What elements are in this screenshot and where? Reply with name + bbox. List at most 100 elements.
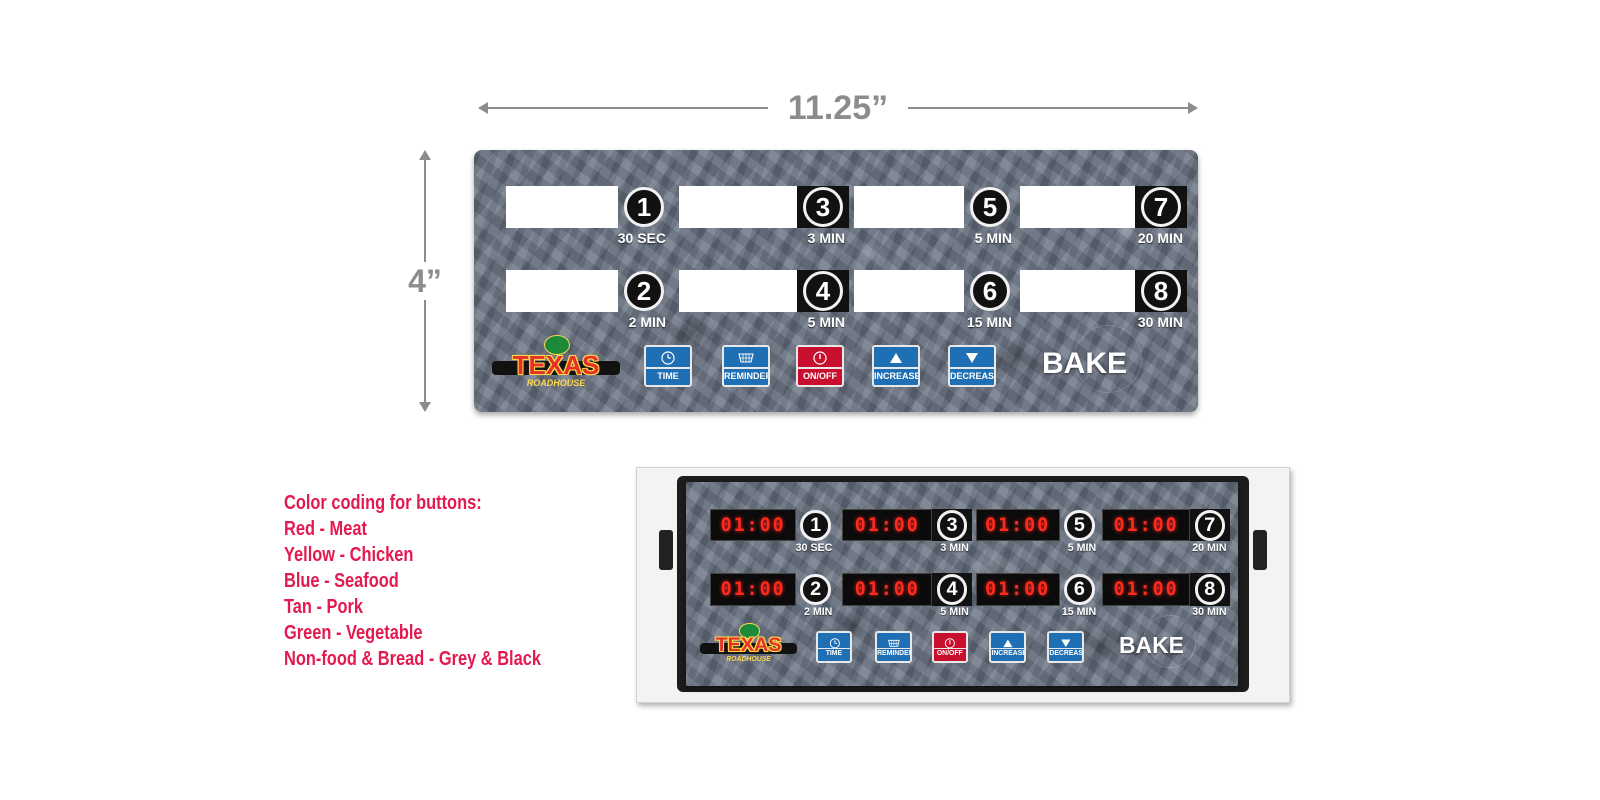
button-divider — [874, 367, 918, 369]
slot-number-badge[interactable]: 4 — [936, 574, 968, 605]
width-dimension-label: 11.25” — [787, 89, 889, 127]
timer-label-window — [1020, 186, 1135, 228]
timer-label-window — [506, 270, 618, 312]
timer-label-window — [679, 270, 797, 312]
button-label: DECREASE — [1049, 649, 1084, 657]
increase-button[interactable]: INCREASE — [989, 630, 1027, 663]
reminder-button[interactable]: REMINDER — [722, 345, 770, 387]
slot-duration-label: 15 MIN — [1061, 606, 1097, 619]
slot-duration-label: 5 MIN — [1067, 542, 1097, 555]
slot-duration-label: 2 MIN — [628, 314, 666, 330]
slot-duration-label: 20 MIN — [1192, 542, 1227, 555]
slot-number-badge[interactable]: 1 — [624, 187, 664, 227]
logo-subtext: ROADHOUSE — [526, 378, 586, 388]
watermark-star-icon — [1074, 325, 1142, 393]
dimension-line — [484, 107, 768, 109]
slot-number-badge[interactable]: 4 — [803, 271, 843, 311]
button-label: ON/OFF — [936, 649, 963, 657]
timer-display: 01:00 — [1102, 573, 1190, 606]
slot-duration-label: 5 MIN — [940, 606, 969, 619]
logo-emblem-icon — [739, 623, 760, 639]
mounting-knob — [659, 530, 673, 570]
dimension-line — [424, 300, 426, 404]
button-label: DECREASE — [950, 371, 996, 381]
overlay-panel: 1 30 SEC 3 3 MIN 5 5 MIN 7 20 MIN 2 2 MIN 4 5 MIN 6 1… — [474, 150, 1198, 412]
height-dimension-label: 4” — [408, 263, 442, 299]
logo-bar — [492, 361, 620, 375]
clock-icon — [659, 351, 677, 370]
logo-text: TEXAS — [715, 634, 782, 657]
basket-icon — [887, 636, 901, 654]
slot-duration-label: 5 MIN — [974, 230, 1012, 246]
slot-number-badge[interactable]: 3 — [803, 187, 843, 227]
time-button[interactable]: TIME — [815, 630, 853, 663]
decrease-button[interactable]: DECREASE — [948, 345, 996, 387]
texas-roadhouse-logo: TEXAS ROADHOUSE — [699, 623, 798, 670]
legend-item: Yellow - Chicken — [284, 544, 414, 566]
timer-label-window — [854, 270, 964, 312]
button-divider — [933, 647, 967, 650]
time-button[interactable]: TIME — [644, 345, 692, 387]
timer-display: 01:00 — [975, 573, 1060, 606]
slot-duration-label: 15 MIN — [966, 314, 1012, 330]
width-dimension: 11.25” — [478, 88, 1198, 128]
mounting-knob — [1253, 530, 1267, 570]
watermark-star-icon — [1143, 615, 1196, 668]
texas-roadhouse-logo: TEXAS ROADHOUSE — [492, 335, 620, 397]
decrease-button[interactable]: DECREASE — [1047, 630, 1084, 663]
button-label: TIME — [825, 649, 843, 657]
slot-duration-label: 5 MIN — [807, 314, 845, 330]
logo-text: TEXAS — [512, 350, 600, 380]
logo-subtext: ROADHOUSE — [726, 655, 771, 663]
legend-item: Red - Meat — [284, 518, 367, 540]
slot-duration-label: 20 MIN — [1137, 230, 1183, 246]
increase-button[interactable]: INCREASE — [872, 345, 920, 387]
power-icon — [811, 351, 829, 370]
onoff-button[interactable]: ON/OFF — [931, 630, 969, 663]
slot-number-badge[interactable]: 5 — [970, 187, 1010, 227]
slot-number-badge[interactable]: 7 — [1194, 510, 1226, 541]
timer-label-window — [679, 186, 797, 228]
legend-item: Green - Vegetable — [284, 622, 423, 644]
arrow-down-icon — [419, 402, 431, 412]
legend-item: Non-food & Bread - Grey & Black — [284, 648, 541, 670]
slot-duration-label: 3 MIN — [807, 230, 845, 246]
color-legend: Color coding for buttons: Red - Meat Yel… — [284, 490, 597, 672]
timer-label-window — [506, 186, 618, 228]
slot-duration-label: 2 MIN — [803, 606, 833, 619]
slot-duration-label: 30 SEC — [795, 542, 833, 555]
arrow-right-icon — [1188, 102, 1198, 114]
button-divider — [991, 647, 1025, 650]
timer-display: 01:00 — [842, 573, 933, 606]
timer-display: 01:00 — [975, 509, 1060, 542]
button-label: INCREASE — [991, 649, 1027, 657]
slot-number-badge[interactable]: 8 — [1141, 271, 1181, 311]
slot-duration-label: 30 SEC — [617, 230, 666, 246]
slot-number-badge[interactable]: 1 — [800, 510, 831, 541]
slot-number-badge[interactable]: 6 — [970, 271, 1010, 311]
button-label: REMINDER — [877, 649, 912, 657]
reminder-button[interactable]: REMINDER — [875, 630, 912, 663]
legend-item: Blue - Seafood — [284, 570, 399, 592]
legend-title: Color coding for buttons: — [284, 492, 482, 514]
slot-duration-label: 30 MIN — [1192, 606, 1227, 619]
slot-number-badge[interactable]: 5 — [1064, 510, 1095, 541]
button-label: TIME — [657, 371, 679, 381]
timer-display: 01:00 — [1102, 509, 1190, 542]
timer-label-window — [854, 186, 964, 228]
triangle-down-icon — [1059, 636, 1073, 654]
timer-display: 01:00 — [842, 509, 933, 542]
slot-number-badge[interactable]: 2 — [800, 574, 831, 605]
slot-number-badge[interactable]: 8 — [1194, 574, 1226, 605]
slot-number-badge[interactable]: 6 — [1064, 574, 1095, 605]
arrow-left-icon — [478, 102, 488, 114]
onoff-button[interactable]: ON/OFF — [796, 345, 844, 387]
slot-number-badge[interactable]: 7 — [1141, 187, 1181, 227]
button-divider — [724, 367, 768, 369]
button-divider — [646, 367, 690, 369]
slot-number-badge[interactable]: 2 — [624, 271, 664, 311]
slot-number-badge[interactable]: 3 — [936, 510, 968, 541]
slot-duration-label: 30 MIN — [1137, 314, 1183, 330]
button-label: ON/OFF — [803, 371, 837, 381]
